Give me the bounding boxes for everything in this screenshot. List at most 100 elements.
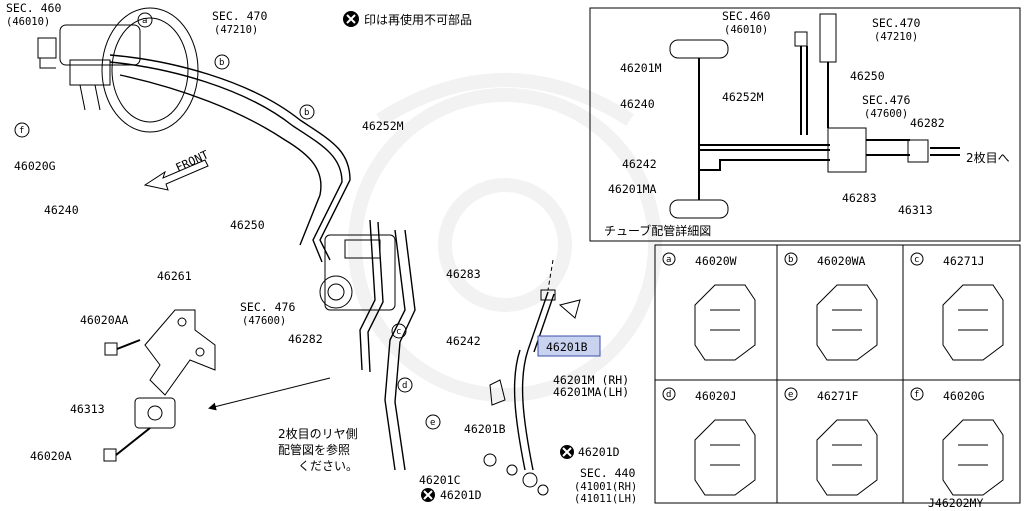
not-reusable-note: 印は再使用不可部品 bbox=[343, 11, 472, 27]
note-rear-3: ください。 bbox=[298, 459, 358, 473]
label-46201MA: 46201MA(LH) bbox=[553, 385, 629, 399]
detail-46252M: 46252M bbox=[722, 90, 764, 104]
svg-text:46201B: 46201B bbox=[546, 340, 588, 354]
svg-text:a: a bbox=[142, 16, 147, 26]
label-46201D-b: 46201D bbox=[440, 488, 482, 502]
bracket-46261 bbox=[144, 309, 216, 396]
label-sec460-a: SEC. 460 bbox=[6, 1, 61, 15]
arrow-to-46313 bbox=[208, 377, 331, 411]
detail-46282: 46282 bbox=[910, 116, 945, 130]
detail-46313: 46313 bbox=[898, 203, 933, 217]
cell-letter: a bbox=[666, 255, 671, 265]
label-46201B: 46201B bbox=[464, 422, 506, 436]
part-cell-46271F[interactable]: e 46271F bbox=[784, 387, 878, 496]
cell-letter: f bbox=[914, 390, 919, 400]
cell-part-number: 46271F bbox=[817, 389, 859, 403]
label-46201C: 46201C bbox=[419, 473, 461, 487]
cell-part-number: 46271J bbox=[943, 254, 985, 268]
callout-a-icon bbox=[662, 252, 676, 266]
callout-f: f bbox=[14, 122, 30, 138]
part-cell-46020G[interactable]: f 46020G bbox=[910, 387, 1004, 496]
callout-d: d bbox=[397, 377, 413, 393]
cell-part-number: 46020W bbox=[695, 254, 737, 268]
connector-46313 bbox=[134, 397, 176, 429]
svg-text:f: f bbox=[19, 126, 24, 136]
part-cell-46020W[interactable]: a 46020W bbox=[662, 252, 756, 361]
part-cell-46020WA[interactable]: b 46020WA bbox=[784, 252, 878, 361]
cell-letter: b bbox=[788, 255, 793, 265]
label-46240: 46240 bbox=[44, 203, 79, 217]
callout-a: a bbox=[137, 12, 153, 28]
bolt-46020AA bbox=[104, 339, 141, 356]
label-46313: 46313 bbox=[70, 402, 105, 416]
parts-grid bbox=[654, 244, 1021, 504]
label-46201M: 46201M (RH) bbox=[553, 373, 629, 387]
detail-46250: 46250 bbox=[850, 69, 885, 83]
svg-text:d: d bbox=[402, 381, 407, 391]
bolt-46020A bbox=[103, 427, 151, 462]
label-46250: 46250 bbox=[230, 218, 265, 232]
piping-detail-box: SEC.460 (46010) SEC.470 (47210) 46201M 4… bbox=[589, 7, 1021, 242]
clip-illustration bbox=[942, 284, 1004, 361]
label-46020G: 46020G bbox=[14, 159, 56, 173]
label-46020AA: 46020AA bbox=[80, 313, 129, 327]
master-cylinder-assembly bbox=[37, 7, 199, 133]
label-sec470-b: (47210) bbox=[214, 24, 258, 36]
detail-46242: 46242 bbox=[622, 157, 657, 171]
detail-title: チューブ配管詳細図 bbox=[604, 223, 711, 238]
callout-d-icon bbox=[662, 387, 676, 401]
callout-f-icon bbox=[910, 387, 924, 401]
front-arrow: FRONT bbox=[143, 147, 211, 191]
x-mark-icon bbox=[421, 445, 574, 502]
label-sec476-b: (47600) bbox=[242, 315, 286, 327]
detail-sec460-a: SEC.460 bbox=[722, 9, 771, 23]
svg-text:b: b bbox=[219, 58, 224, 68]
label-46020A: 46020A bbox=[30, 449, 72, 463]
detail-46201MA: 46201MA bbox=[608, 182, 657, 196]
callout-c-icon bbox=[910, 252, 924, 266]
detail-sec470-a: SEC.470 bbox=[872, 16, 921, 30]
detail-46283: 46283 bbox=[842, 191, 877, 205]
clip-illustration bbox=[694, 284, 756, 361]
rear-hose bbox=[483, 259, 581, 496]
detail-sec470-b: (47210) bbox=[874, 31, 918, 43]
detail-46201M: 46201M bbox=[620, 61, 662, 75]
part-cell-46271J[interactable]: c 46271J bbox=[910, 252, 1004, 361]
label-46261: 46261 bbox=[157, 269, 192, 283]
svg-text:b: b bbox=[304, 108, 309, 118]
cell-part-number: 46020G bbox=[943, 389, 985, 403]
brake-pipes bbox=[109, 54, 555, 471]
label-46201D-a: 46201D bbox=[578, 445, 620, 459]
clip-illustration bbox=[942, 419, 1004, 496]
detail-sec476-a: SEC.476 bbox=[862, 93, 911, 107]
front-label: FRONT bbox=[173, 147, 210, 174]
highlighted-part-46201B[interactable]: 46201B bbox=[537, 335, 601, 357]
clip-illustration bbox=[694, 419, 756, 496]
clip-illustration bbox=[816, 284, 878, 361]
label-46252M: 46252M bbox=[362, 119, 404, 133]
callout-e-icon bbox=[784, 387, 798, 401]
cell-letter: e bbox=[788, 390, 793, 400]
not-reusable-text: 印は再使用不可部品 bbox=[364, 12, 472, 27]
detail-sec476-b: (47600) bbox=[864, 108, 908, 120]
abs-actuator bbox=[319, 234, 396, 311]
label-46282: 46282 bbox=[288, 332, 323, 346]
callout-b-2: b bbox=[299, 104, 315, 120]
detail-46240: 46240 bbox=[620, 97, 655, 111]
label-sec460-b: (46010) bbox=[6, 16, 50, 28]
cell-letter: c bbox=[914, 255, 919, 265]
note-rear-1: 2枚目のリヤ側 bbox=[278, 426, 358, 441]
callout-c: c bbox=[391, 323, 407, 339]
label-sec440-a: SEC. 440 bbox=[580, 466, 635, 480]
label-sec440-c: (41011(LH) bbox=[574, 493, 637, 505]
diagram-id: J46202MY bbox=[928, 496, 983, 510]
note-rear-2: 配管図を参照 bbox=[278, 442, 350, 457]
cell-part-number: 46020WA bbox=[817, 254, 866, 268]
callout-b-1: b bbox=[214, 54, 230, 70]
label-sec440-b: (41001(RH) bbox=[574, 481, 637, 493]
svg-text:c: c bbox=[396, 327, 401, 337]
label-sec476-a: SEC. 476 bbox=[240, 300, 295, 314]
detail-second-sheet: 2枚目へ bbox=[966, 150, 1010, 165]
